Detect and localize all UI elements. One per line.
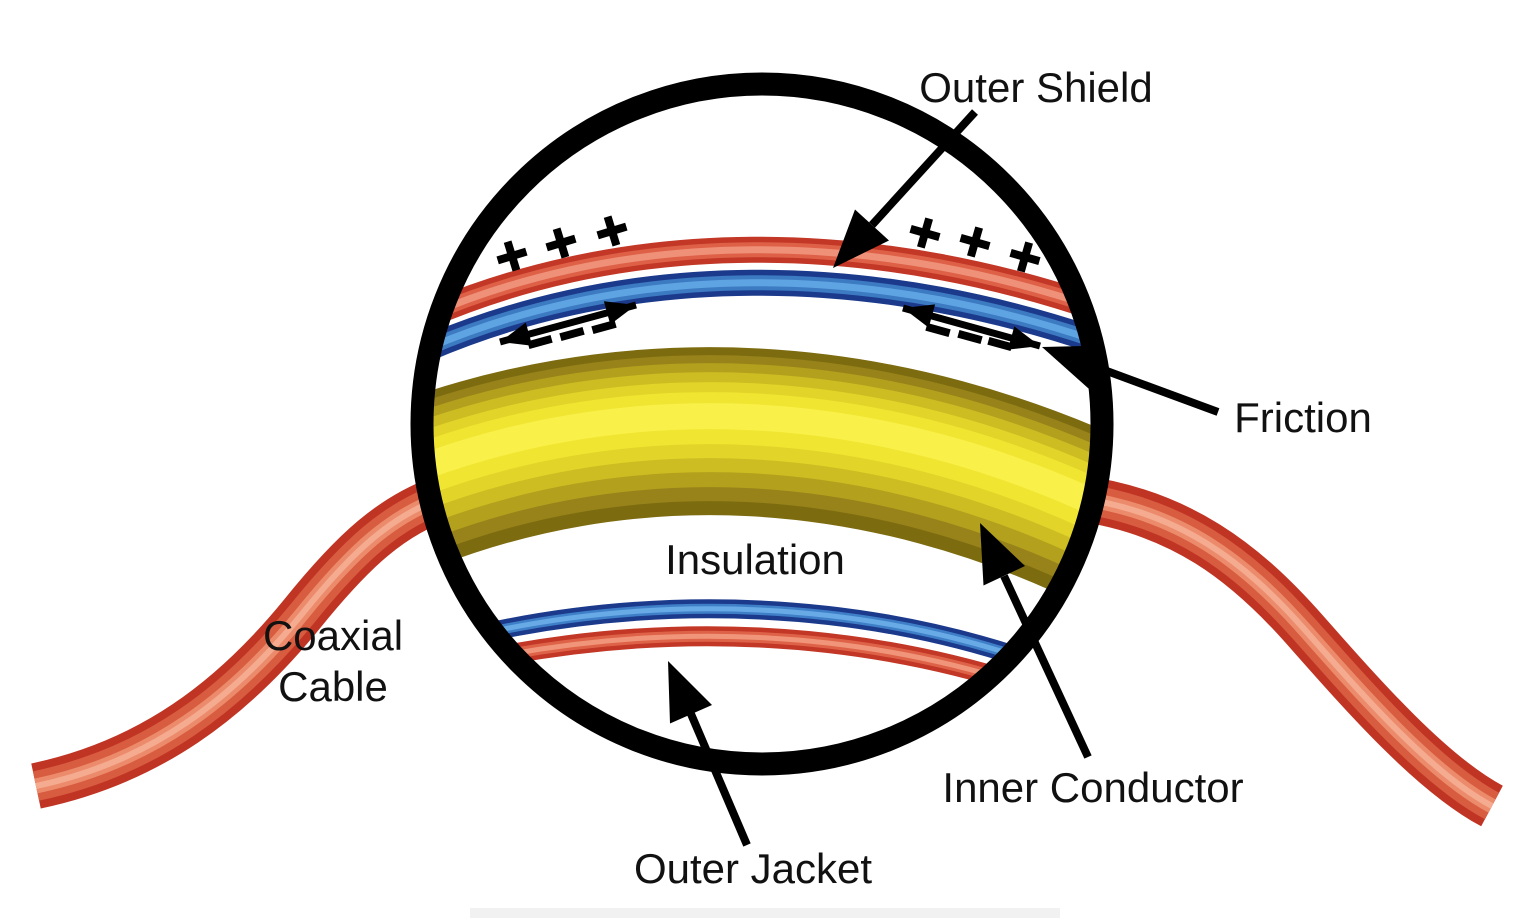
friction-label: Friction [1234,394,1372,441]
arrowhead-icon [500,322,533,346]
arrowhead-icon [1042,345,1105,389]
arrowhead-icon [1007,326,1040,350]
charge-and-motion-symbols [496,215,1041,352]
coaxial-cable-label-line1: Coaxial [263,612,403,659]
band-highlight-layer [428,403,1096,531]
plus-charge-icon [545,227,577,259]
coax-cable-right-segment [1074,475,1504,827]
coaxial-cable-label-line2: Cable [278,663,388,710]
minus-charge-icon [591,319,617,335]
minus-charge-icon [957,329,983,345]
friction-leader-arrow [1042,345,1220,416]
plus-charge-icon [496,240,528,272]
band-highlight-layer [428,279,1096,367]
inner-conductor-leader-arrow [980,523,1092,759]
inner-conductor-label: Inner Conductor [942,764,1243,811]
arrowhead-icon [603,301,636,325]
plus-charge-icon [909,217,941,249]
minus-charge-icon [559,326,585,342]
outer-shield-band-top [428,269,1096,375]
outer-shield-leader-arrow [833,109,978,268]
outer-shield-band-bottom [477,599,1044,673]
minus-charge-icon [925,322,951,338]
outer-jacket-band-bottom [467,626,1054,704]
outer-shield-label: Outer Shield [919,64,1152,111]
outer-jacket-band-top [428,236,1096,342]
coax-cable-left-segment [31,474,456,809]
plus-charge-icon [1009,241,1041,273]
friction-motion-arrow-right [902,304,1041,350]
band-highlight-layer [479,606,1041,667]
outer-jacket-label: Outer Jacket [634,845,872,892]
band-highlight-layer [428,246,1096,334]
arrowhead-icon [668,661,712,724]
minus-charge-icon [987,336,1013,352]
inner-conductor-band [428,347,1096,610]
bottom-artifact-smudge [470,908,1060,918]
leader-arrows [668,109,1220,847]
plus-charge-icon [959,226,991,258]
magnifier-ring [410,72,1114,776]
insulation-label: Insulation [665,536,845,583]
outer-jacket-leader-arrow [668,661,751,847]
arrowhead-icon [903,304,936,328]
friction-motion-arrow-left [499,301,637,346]
band-highlight-layer [469,633,1051,697]
arrowhead-icon [833,209,889,268]
minus-charge-icon [527,334,553,350]
cable-highlight-layer [1077,495,1494,809]
cable-highlight-layer [35,493,449,789]
plus-charge-icon [596,215,628,247]
arrowhead-icon [980,523,1025,586]
